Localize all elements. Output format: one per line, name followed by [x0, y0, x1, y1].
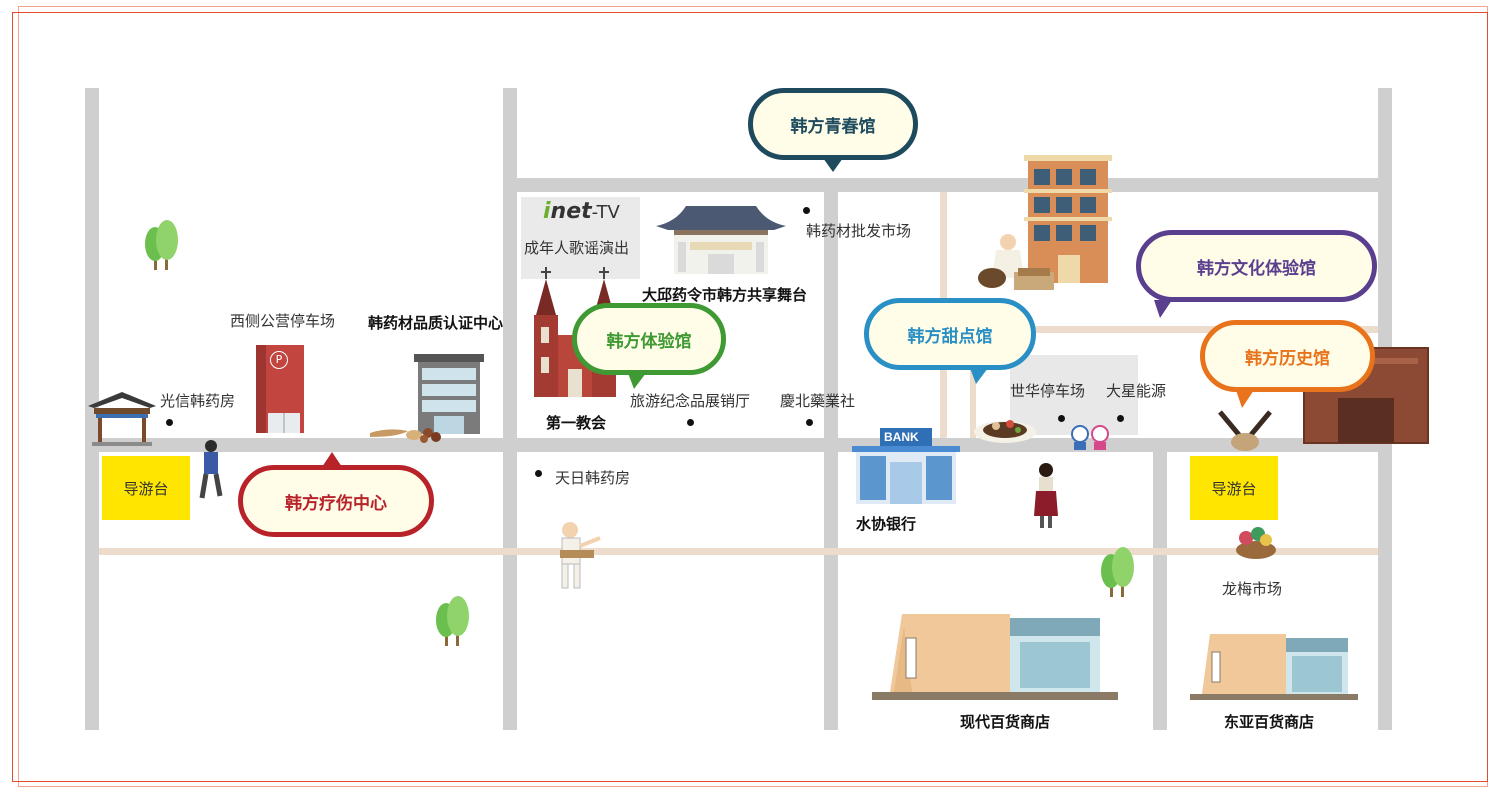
dot-souvenir [687, 419, 694, 426]
road-west-vertical [85, 88, 99, 730]
inet-tv-box[interactable]: inet-TV [521, 197, 640, 279]
guangxin-pavilion-icon [88, 392, 156, 446]
lane-parking-vertical [970, 333, 976, 438]
dongya-department-store-icon [1190, 634, 1358, 700]
road-main-horizontal [85, 438, 1392, 452]
label-shared-stage[interactable]: 大邱药令市韩方共享舞台 [642, 286, 808, 304]
road-vertical-2 [503, 88, 517, 730]
label-longmei[interactable]: 龙梅市场 [1222, 580, 1283, 598]
bubble-wenhua-tail [1154, 300, 1172, 318]
tree-icon [436, 596, 469, 646]
dot-daxing [1117, 415, 1124, 422]
lane-east-horizontal [947, 326, 1378, 333]
herb-mortar-icon [1218, 410, 1272, 451]
bubble-qingchun-tail [823, 158, 843, 172]
dot-tianri [535, 470, 542, 477]
tree-icon [145, 220, 178, 270]
bubble-lishi-tail [1236, 390, 1254, 408]
label-west-parking[interactable]: 西侧公营停车场 [230, 312, 336, 330]
sehwa-parking-area [1010, 355, 1138, 435]
dot-sehwa-parking [1058, 415, 1065, 422]
bubble-tiandian[interactable]: 韩方甜点馆 [864, 298, 1036, 370]
label-first-church[interactable]: 第一教会 [546, 414, 607, 432]
inet-logo-tv: -TV [591, 202, 620, 223]
walking-merchant-icon [560, 522, 601, 589]
label-guangxin[interactable]: 光信韩药房 [160, 392, 236, 410]
bubble-tiyan-tail [628, 373, 646, 389]
dessert-plate-icon [974, 420, 1036, 443]
herb-seller-icon [978, 234, 1054, 290]
label-daxing[interactable]: 大星能源 [1106, 382, 1167, 400]
inet-logo-i: i [543, 199, 551, 224]
bubble-tiandian-tail [970, 368, 988, 384]
quality-center-building-icon [414, 354, 484, 434]
bank-sign: BANK [884, 430, 919, 444]
road-vertical-3 [824, 178, 838, 730]
label-inet-show: 成年人歌谣演出 [524, 239, 630, 257]
hanbok-woman-icon [1034, 463, 1058, 528]
map-frame-outer [12, 12, 1488, 782]
info-desk-west[interactable]: 导游台 [102, 456, 190, 520]
label-wholesale[interactable]: 韩药材批发市场 [806, 222, 912, 240]
brick-building-icon [1024, 155, 1112, 283]
label-tianri[interactable]: 天日韩药房 [555, 469, 631, 487]
bubble-liaoshang-tail [322, 452, 342, 467]
label-souvenir[interactable]: 旅游纪念品展销厅 [630, 392, 751, 410]
dot-kyungbuk [806, 419, 813, 426]
bubble-lishi[interactable]: 韩方历史馆 [1200, 320, 1375, 392]
market-basket-icon [1236, 527, 1276, 559]
bank-building-icon [852, 428, 960, 504]
herb-roots-icon [370, 428, 441, 443]
inet-logo-net: net [550, 199, 592, 224]
bubble-qingchun[interactable]: 韩方青春馆 [748, 88, 918, 160]
parking-tower-icon [256, 345, 304, 433]
bubble-liaoshang[interactable]: 韩方疗伤中心 [238, 465, 434, 537]
road-vertical-4 [1153, 440, 1167, 730]
cartoon-characters-icon [1071, 425, 1109, 450]
lane-south-horizontal [99, 548, 1378, 555]
road-north-horizontal [503, 178, 1392, 192]
info-desk-east[interactable]: 导游台 [1190, 456, 1278, 520]
bubble-wenhua[interactable]: 韩方文化体验馆 [1136, 230, 1377, 302]
parking-p-icon: P [270, 351, 288, 369]
dot-guangxin [166, 419, 173, 426]
label-dongya[interactable]: 东亚百货商店 [1224, 713, 1315, 731]
label-hyundai[interactable]: 现代百货商店 [960, 713, 1051, 731]
tree-icon [1101, 547, 1134, 597]
label-nonghyup[interactable]: 水协银行 [856, 515, 917, 533]
pedestrian-icon [199, 440, 223, 499]
dot-wholesale [803, 207, 810, 214]
inet-tv-logo: inet-TV [543, 199, 620, 224]
hyundai-department-store-icon [872, 614, 1118, 700]
label-kyungbuk[interactable]: 慶北藥業社 [780, 392, 856, 410]
bubble-tiyan[interactable]: 韩方体验馆 [572, 303, 726, 375]
label-quality-center[interactable]: 韩药材品质认证中心 [368, 314, 504, 332]
shared-stage-icon [656, 206, 786, 274]
label-sehwa-parking[interactable]: 世华停车场 [1010, 382, 1086, 400]
